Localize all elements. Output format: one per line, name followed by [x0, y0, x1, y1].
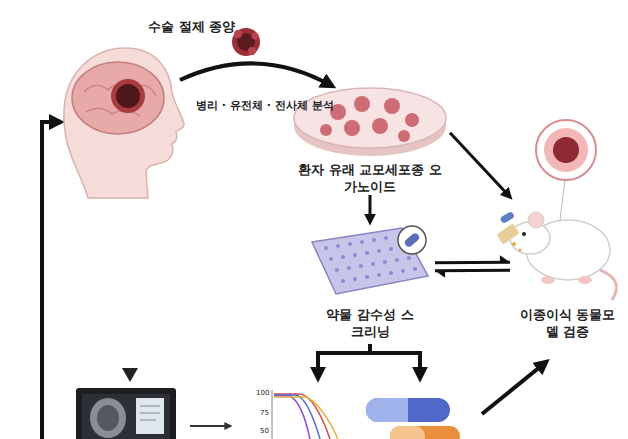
node-label: 환자 유래 교모세포종 오가노이드 [295, 161, 445, 195]
axis-tick: 50 [260, 427, 269, 435]
flow-arrow [190, 425, 230, 427]
axis-tick: 75 [260, 409, 269, 417]
mri-monitor [76, 388, 176, 439]
arrow-head [122, 368, 138, 382]
feedback-arrow [42, 122, 60, 439]
connector-line [369, 195, 372, 222]
imaging-arrow [128, 196, 132, 372]
patient-head [64, 48, 184, 198]
connector-line [435, 261, 510, 265]
node-label: 약물 감수성 스크리닝 [325, 306, 415, 340]
culture-dish [294, 88, 446, 156]
xenograft-node: 이종이식 동물모델 검증 [510, 120, 625, 340]
dose-response-chart [272, 390, 338, 439]
axis-tick: 100 [256, 389, 269, 397]
connector [450, 133, 510, 197]
xenograft-mouse [496, 120, 616, 300]
node-label: 이종이식 동물모델 검증 [517, 306, 619, 340]
organoid-node: 환자 유래 교모세포종 오가노이드 [290, 82, 450, 195]
connector [435, 255, 510, 277]
well-plate [312, 226, 428, 294]
harpoon-head [500, 255, 510, 262]
split-arrow [318, 344, 420, 353]
screening-node: 약물 감수성 스크리닝 [305, 222, 435, 340]
resection-arrow [180, 63, 332, 86]
connector [370, 195, 371, 222]
tumor-icon [232, 28, 260, 56]
validation-arrow [482, 362, 546, 414]
split-arrow [418, 351, 422, 378]
split-arrow [316, 351, 320, 378]
drug-capsules [366, 398, 460, 439]
connector-line [435, 269, 510, 273]
process-label: 수술 절제 종양 [148, 18, 235, 36]
harpoon-head [435, 271, 445, 278]
connector-line [450, 133, 510, 197]
analysis-label: 병리 · 유전체 · 전사체 분석 [196, 98, 334, 113]
